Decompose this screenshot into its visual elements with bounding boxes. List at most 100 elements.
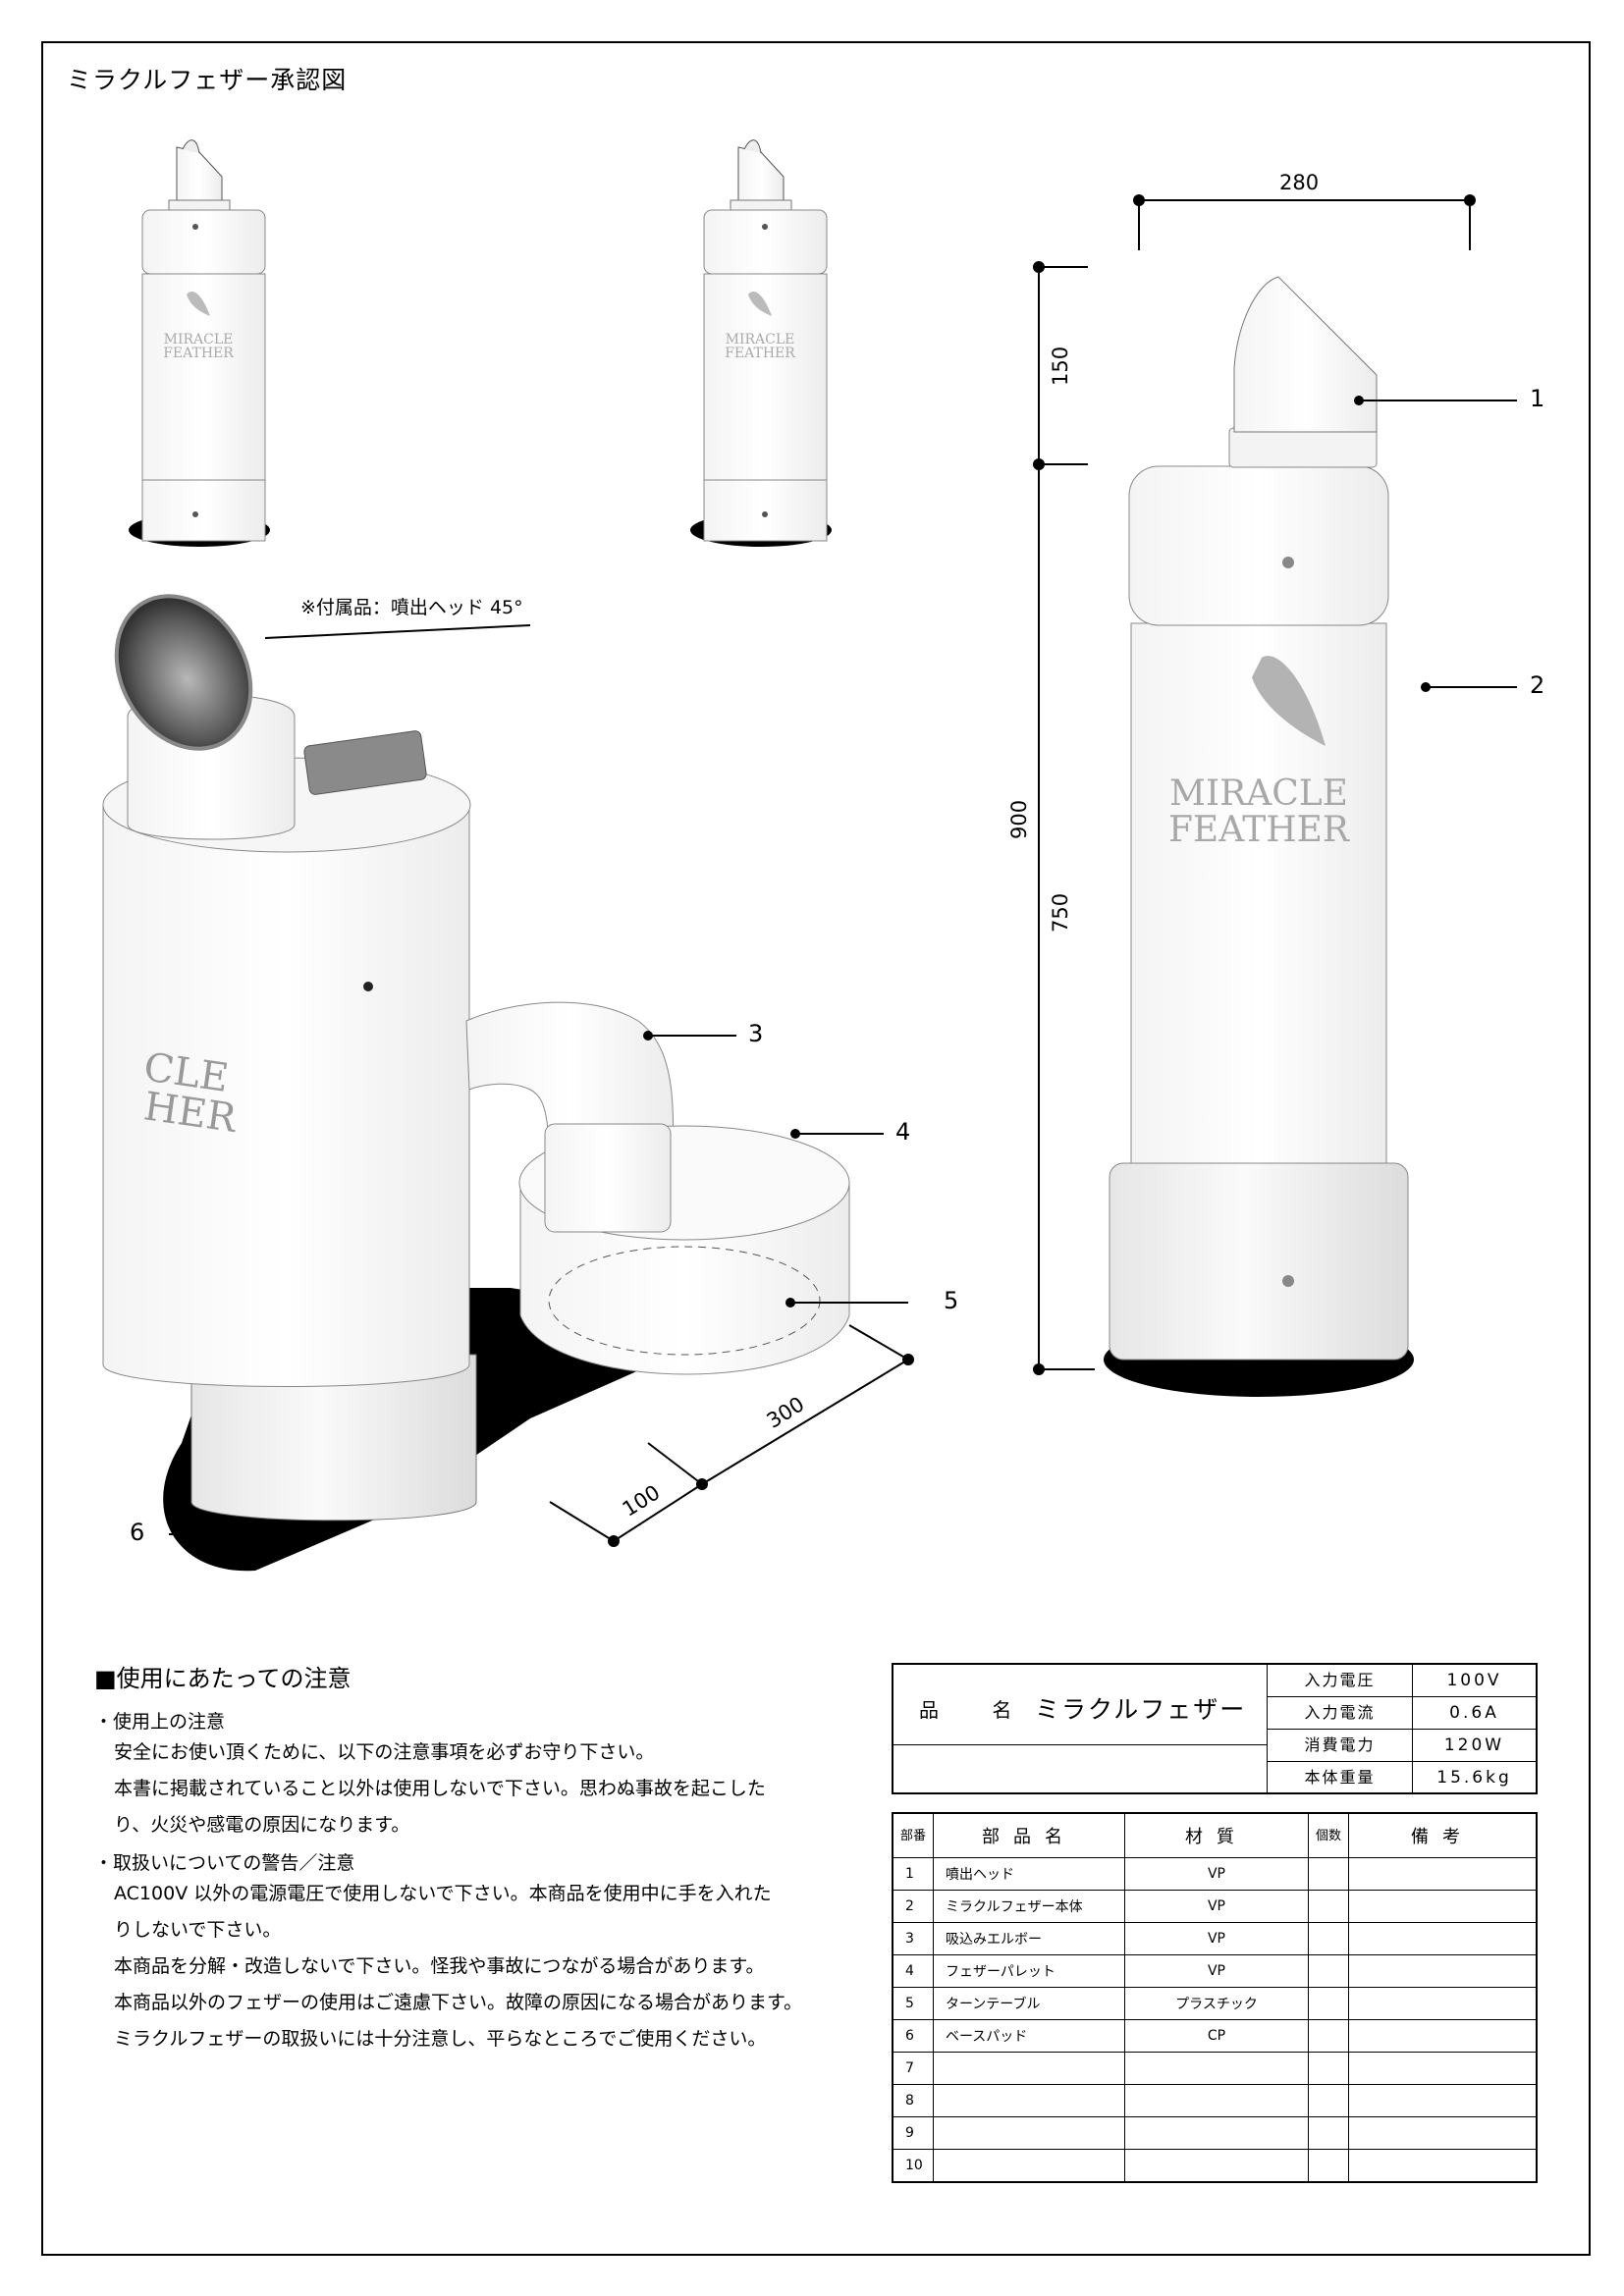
part-remarks: [1348, 2116, 1538, 2150]
spec-value: 120W: [1443, 1735, 1505, 1755]
header-remarks: 備考: [1348, 1812, 1538, 1858]
part-material: VP: [1124, 1954, 1309, 1988]
notes-line: 本商品を分解・改造しないで下さい。怪我や事故につながる場合があります。: [114, 1955, 765, 1977]
part-material: [1124, 2052, 1309, 2085]
part-no: 9: [892, 2116, 934, 2150]
part-name: [933, 2116, 1125, 2150]
part-qty: [1308, 1890, 1349, 1923]
svg-text:FEATHER: FEATHER: [1168, 810, 1350, 850]
part-qty: [1308, 1857, 1349, 1891]
notes-section-title: ・取扱いについての警告／注意: [94, 1852, 355, 1874]
header-qty: 個数: [1308, 1812, 1349, 1858]
callout-4: 4: [895, 1118, 911, 1146]
dim-body-height: 750: [1049, 892, 1072, 933]
product-name-value: ミラクルフェザー: [1035, 1695, 1247, 1724]
table-row: 9: [892, 2116, 1538, 2150]
table-row: 10: [892, 2149, 1538, 2183]
part-no: 6: [892, 2019, 934, 2053]
part-material: VP: [1124, 1857, 1309, 1891]
spec-row: 本体重量 15.6kg: [1268, 1762, 1536, 1792]
notes-line: 本書に掲載されていること以外は使用しないで下さい。思わぬ事故を起こした: [114, 1778, 766, 1799]
spec-value: 100V: [1446, 1671, 1502, 1690]
dim-width: 280: [1279, 171, 1320, 194]
part-remarks: [1348, 2149, 1538, 2183]
dim-head-height: 150: [1049, 346, 1072, 386]
product-illustrations: MIRACLE FEATHER MIRACLE FEATHER MIRACLE …: [102, 139, 1517, 1572]
spec-row: 入力電圧 100V: [1268, 1665, 1536, 1697]
product-name-label: 品 名: [919, 1698, 1036, 1722]
part-no: 8: [892, 2084, 934, 2117]
drawing-frame: [41, 41, 1591, 2256]
brand-logo-large: MIRACLE: [1169, 774, 1348, 814]
part-qty: [1308, 2019, 1349, 2053]
part-remarks: [1348, 2084, 1538, 2117]
callout-5: 5: [944, 1287, 959, 1314]
perspective-assembly-view: CLE HER: [102, 594, 914, 1572]
spec-value: 15.6kg: [1436, 1768, 1512, 1788]
part-material: VP: [1124, 1922, 1309, 1955]
brand-logo-small-1: MIRACLE: [164, 332, 234, 347]
table-row: 8: [892, 2084, 1538, 2117]
part-qty: [1308, 1922, 1349, 1955]
part-no: 1: [892, 1857, 934, 1891]
accessory-note: ※付属品：噴出ヘッド 45°: [300, 597, 523, 618]
part-material: [1124, 2149, 1309, 2183]
part-name: ミラクルフェザー本体: [933, 1890, 1125, 1923]
part-name: [933, 2084, 1125, 2117]
callout-6: 6: [130, 1519, 145, 1546]
part-remarks: [1348, 1857, 1538, 1891]
part-name: [933, 2149, 1125, 2183]
table-row: 7: [892, 2052, 1538, 2085]
part-qty: [1308, 1954, 1349, 1988]
part-material: [1124, 2084, 1309, 2117]
part-remarks: [1348, 2019, 1538, 2053]
part-no: 3: [892, 1922, 934, 1955]
callout-3: 3: [748, 1020, 764, 1047]
part-remarks: [1348, 1987, 1538, 2020]
part-qty: [1308, 2052, 1349, 2085]
callout-1: 1: [1530, 385, 1545, 412]
header-no: 部番: [892, 1812, 934, 1858]
notes-line: 本商品以外のフェザーの使用はご遠慮下さい。故障の原因になる場合があります。: [114, 1992, 803, 2013]
part-name: フェザーパレット: [933, 1954, 1125, 1988]
spec-label: 入力電圧: [1268, 1665, 1413, 1696]
part-remarks: [1348, 1890, 1538, 1923]
part-material: プラスチック: [1124, 1987, 1309, 2020]
part-qty: [1308, 2149, 1349, 2183]
spec-label: 本体重量: [1268, 1762, 1413, 1792]
part-name: [933, 2052, 1125, 2085]
part-material: CP: [1124, 2019, 1309, 2053]
part-qty: [1308, 2084, 1349, 2117]
spec-label: 入力電流: [1268, 1697, 1413, 1729]
notes-heading: ■使用にあたっての注意: [94, 1665, 352, 1692]
svg-text:MIRACLE: MIRACLE: [726, 332, 795, 347]
usage-notes: ■使用にあたっての注意 ・使用上の注意 安全にお使い頂くために、以下の注意事項を…: [94, 1659, 840, 2062]
spec-label: 消費電力: [1268, 1730, 1413, 1761]
part-name: 噴出ヘッド: [933, 1857, 1125, 1891]
part-qty: [1308, 2116, 1349, 2150]
notes-line: り、火災や感電の原因になります。: [114, 1814, 410, 1836]
part-name: ターンテーブル: [933, 1987, 1125, 2020]
notes-line: 安全にお使い頂くために、以下の注意事項を必ずお守り下さい。: [114, 1741, 655, 1763]
small-front-view-2: MIRACLE FEATHER: [690, 139, 832, 547]
product-blank-cell: [893, 1745, 1268, 1792]
part-remarks: [1348, 2052, 1538, 2085]
part-qty: [1308, 1987, 1349, 2020]
large-front-view: MIRACLE FEATHER: [1033, 194, 1517, 1397]
part-material: [1124, 2116, 1309, 2150]
parts-header-row: 部番 部品名 材質 個数 備考: [892, 1812, 1538, 1858]
document-title: ミラクルフェザー承認図: [67, 66, 348, 94]
part-no: 5: [892, 1987, 934, 2020]
part-name: ベースパッド: [933, 2019, 1125, 2053]
header-name: 部品名: [933, 1812, 1125, 1858]
part-no: 4: [892, 1954, 934, 1988]
part-name: 吸込みエルボー: [933, 1922, 1125, 1955]
